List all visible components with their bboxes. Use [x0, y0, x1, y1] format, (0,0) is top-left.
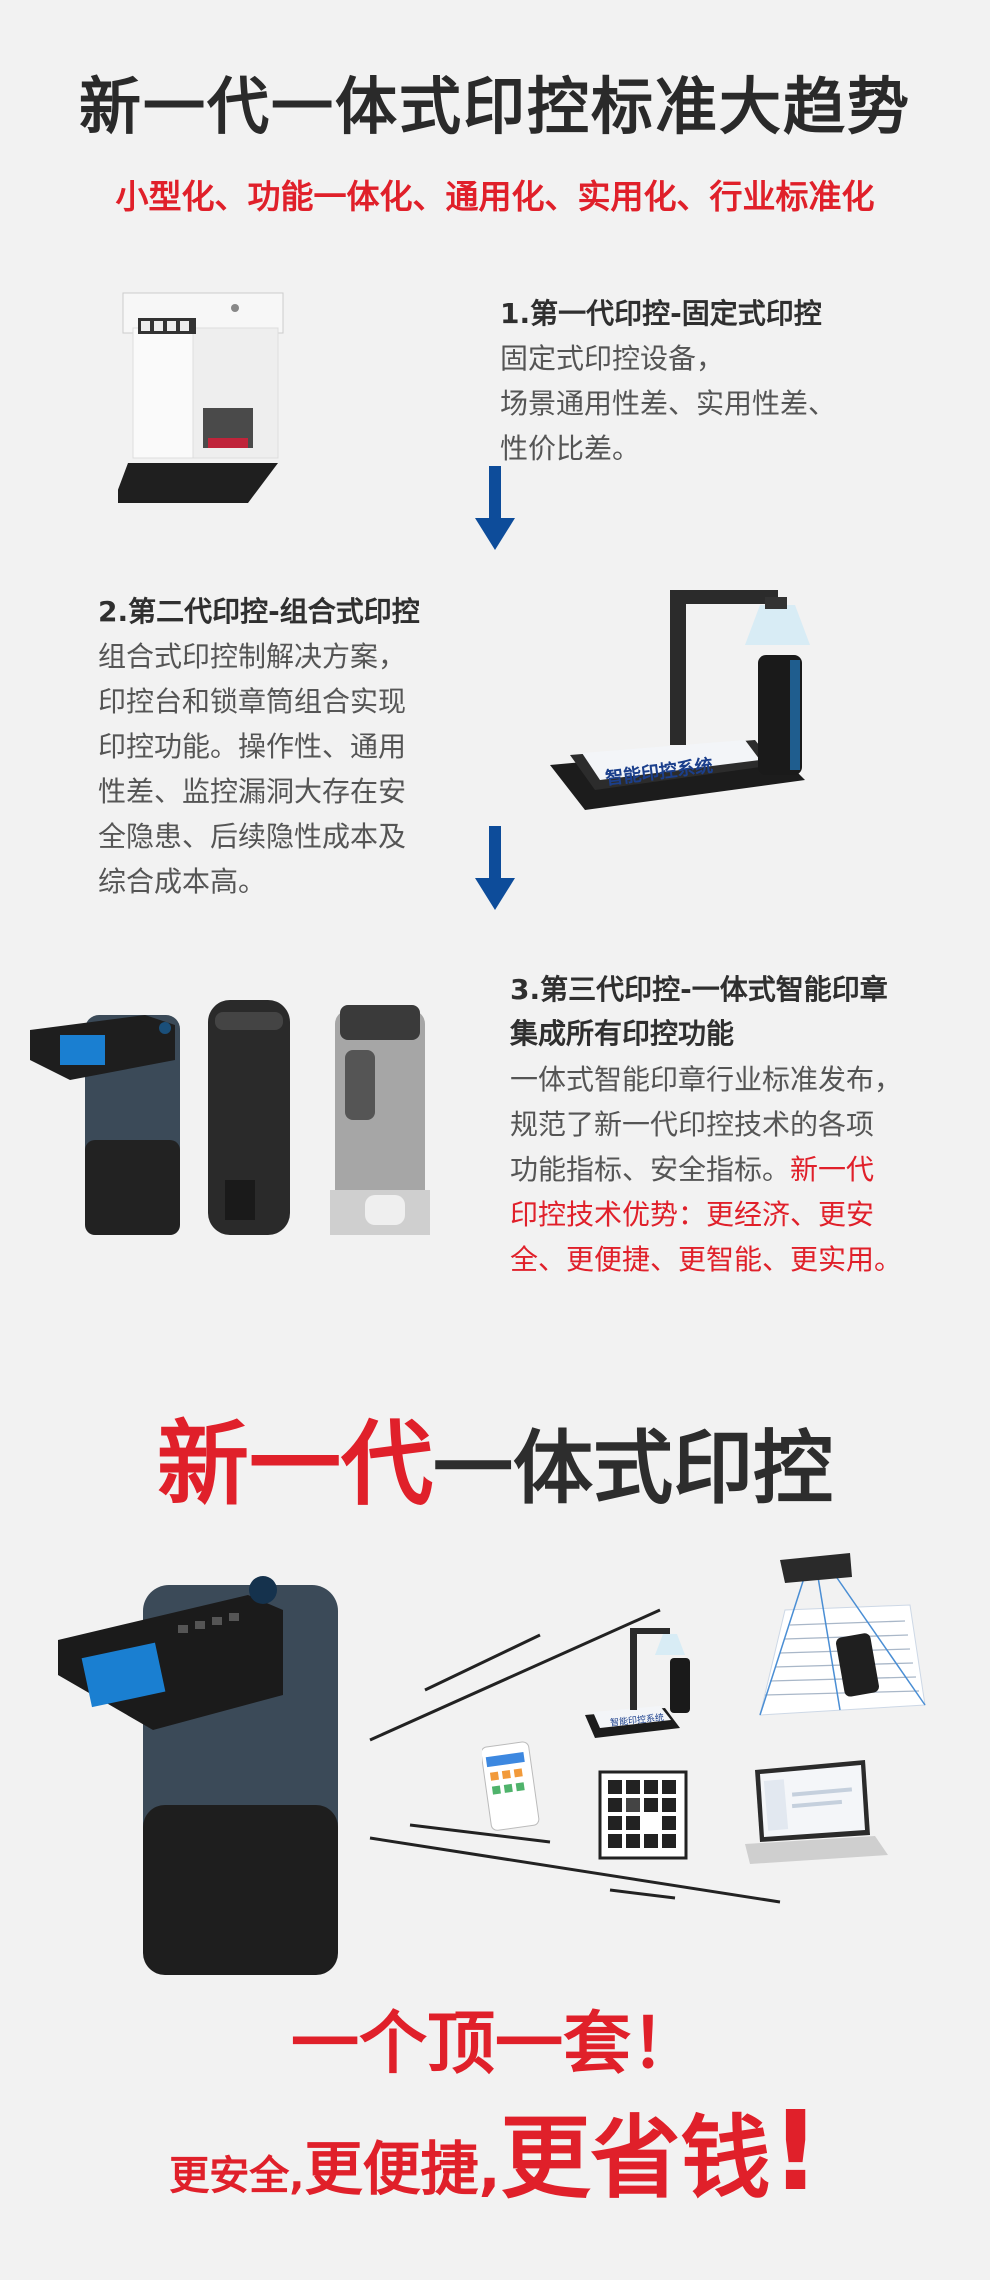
- main-device-image: [58, 1555, 358, 1985]
- gen2-device-image: [540, 585, 820, 815]
- mini-station-image: [585, 1620, 705, 1740]
- gen1-line: 场景通用性差、实用性差、: [500, 387, 837, 420]
- slogan-line2: 更安全,更便捷,更省钱!: [0, 2085, 990, 2215]
- gen1-text: 固定式印控设备， 场景通用性差、实用性差、 性价比差。: [500, 336, 836, 471]
- gen3-highlight: 全、更便捷、更智能、更实用。: [510, 1243, 903, 1276]
- section2-title: 新一代一体式印控: [0, 1390, 990, 1523]
- gen3-devices-image: [25, 990, 455, 1250]
- gen1-title: 1.第一代印控-固定式印控: [500, 297, 822, 330]
- section2-title-red: 新一代: [156, 1411, 433, 1518]
- gen2-line: 组合式印控制解决方案，: [98, 640, 407, 673]
- gen1-line: 性价比差。: [500, 432, 641, 465]
- gen2-line: 印控功能。操作性、通用: [98, 730, 407, 763]
- gen2-line: 综合成本高。: [98, 865, 267, 898]
- gen2-line: 性差、监控漏洞大存在安: [98, 775, 407, 808]
- gen3-title: 3.第三代印控-一体式智能印章: [510, 973, 888, 1006]
- gen3-highlight: 印控技术优势：更经济、更安: [510, 1198, 875, 1231]
- page-subtitle: 小型化、功能一体化、通用化、实用化、行业标准化: [115, 177, 875, 216]
- gen2-text: 组合式印控制解决方案， 印控台和锁章筒组合实现 印控功能。操作性、通用 性差、监…: [98, 634, 406, 904]
- slogan-more: 更: [304, 2135, 363, 2203]
- gen3-line: 规范了新一代印控技术的各项: [510, 1108, 875, 1141]
- gen3-text: 一体式智能印章行业标准发布， 规范了新一代印控技术的各项 功能指标、安全指标。新…: [510, 1057, 902, 1282]
- phone-app-image: [480, 1740, 540, 1832]
- slogan-line1: 一个顶一套！: [290, 2005, 699, 2084]
- page-title: 新一代一体式印控标准大趋势: [78, 70, 911, 143]
- gen2-title: 2.第二代印控-组合式印控: [98, 595, 420, 628]
- section2-title-rest: 一体式印控: [433, 1422, 833, 1515]
- gen3-line: 功能指标、安全指标。新一代: [510, 1147, 902, 1192]
- gen1-device-image: [113, 288, 288, 508]
- arrow-down-icon: [473, 826, 517, 912]
- gen2-line: 印控台和锁章筒组合实现: [98, 685, 407, 718]
- slogan-cheaper: 更省钱: [500, 2106, 771, 2211]
- gen3-subtitle: 集成所有印控功能: [510, 1017, 735, 1050]
- gen3-line-black: 功能指标、安全指标。: [510, 1153, 791, 1186]
- arrow-down-icon: [473, 466, 517, 552]
- decorative-lines: [360, 1580, 800, 1920]
- gen1-line: 固定式印控设备，: [500, 342, 725, 375]
- gen2-line: 全隐患、后续隐性成本及: [98, 820, 407, 853]
- gen3-line: 一体式智能印章行业标准发布，: [510, 1063, 903, 1096]
- slogan-exclamation: !: [770, 2087, 821, 2215]
- locker-cabinet-image: [598, 1770, 688, 1860]
- slogan-convenient: 便捷,: [362, 2135, 501, 2203]
- scanner-image: [740, 1535, 940, 1735]
- gen3-highlight: 新一代: [790, 1153, 875, 1186]
- laptop-image: [740, 1760, 890, 1870]
- slogan-safer: 更安全,: [169, 2153, 305, 2199]
